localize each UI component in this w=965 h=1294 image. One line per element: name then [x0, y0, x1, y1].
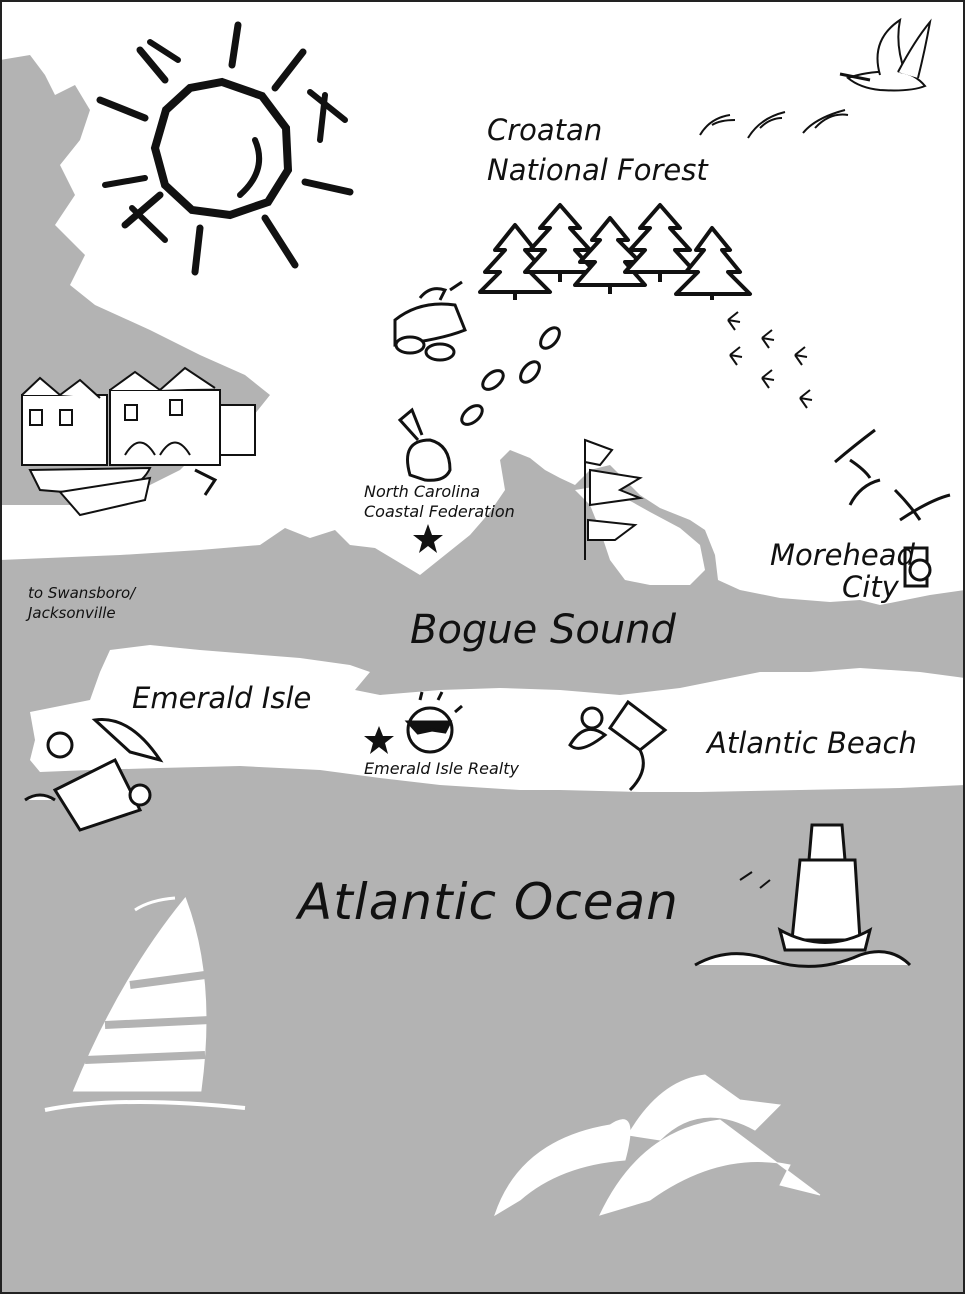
emerald-isle-label: Emerald Isle: [132, 681, 312, 715]
federation-label-line2: Coastal Federation: [364, 502, 515, 521]
pelican-flying-icon: [839, 17, 932, 92]
peninsula: [575, 485, 705, 585]
forest-label-line2: National Forest: [487, 153, 708, 187]
waterfront-town-icon: [21, 366, 256, 517]
birds-flock-icon: [699, 109, 849, 139]
pine-trees-icon: [478, 203, 752, 300]
footprints-icon: [460, 326, 561, 426]
morehead-label-line1: Morehead: [770, 538, 915, 572]
bird-on-pilings-icon: [393, 280, 467, 362]
federation-label-line1: North Carolina: [364, 482, 481, 501]
dolphins-icon: [494, 1074, 821, 1217]
beach-chair-umbrella-icon: [24, 718, 164, 832]
emerald-realty-label: Emerald Isle Realty: [364, 759, 519, 778]
swansboro-label-line1: to Swansboro/: [28, 584, 136, 602]
sailboat-icon: [44, 896, 246, 1112]
forest-label-line1: Croatan: [487, 113, 603, 147]
sail-stripes: [84, 971, 211, 1064]
bird-tracks-icon: [727, 311, 813, 409]
atlantic-ocean-label: Atlantic Ocean: [298, 873, 679, 931]
sunglasses-sun-icon: [404, 691, 463, 754]
atlantic-beach-label: Atlantic Beach: [707, 726, 917, 760]
bogue-sound-label: Bogue Sound: [410, 607, 676, 653]
flags-icon: [584, 438, 644, 560]
sun-icon: [96, 21, 354, 276]
star-icon: [364, 524, 443, 754]
lantern-icon: [903, 546, 932, 588]
seagulls-icon: [834, 428, 951, 522]
morehead-label-line2: City: [842, 570, 899, 604]
kite-icon: [568, 699, 668, 792]
pelican-standing-icon: [397, 407, 452, 482]
lighthouse-buoy-icon: [694, 823, 912, 968]
swansboro-label-line2: Jacksonville: [28, 604, 116, 622]
barrier-island: [30, 645, 965, 792]
